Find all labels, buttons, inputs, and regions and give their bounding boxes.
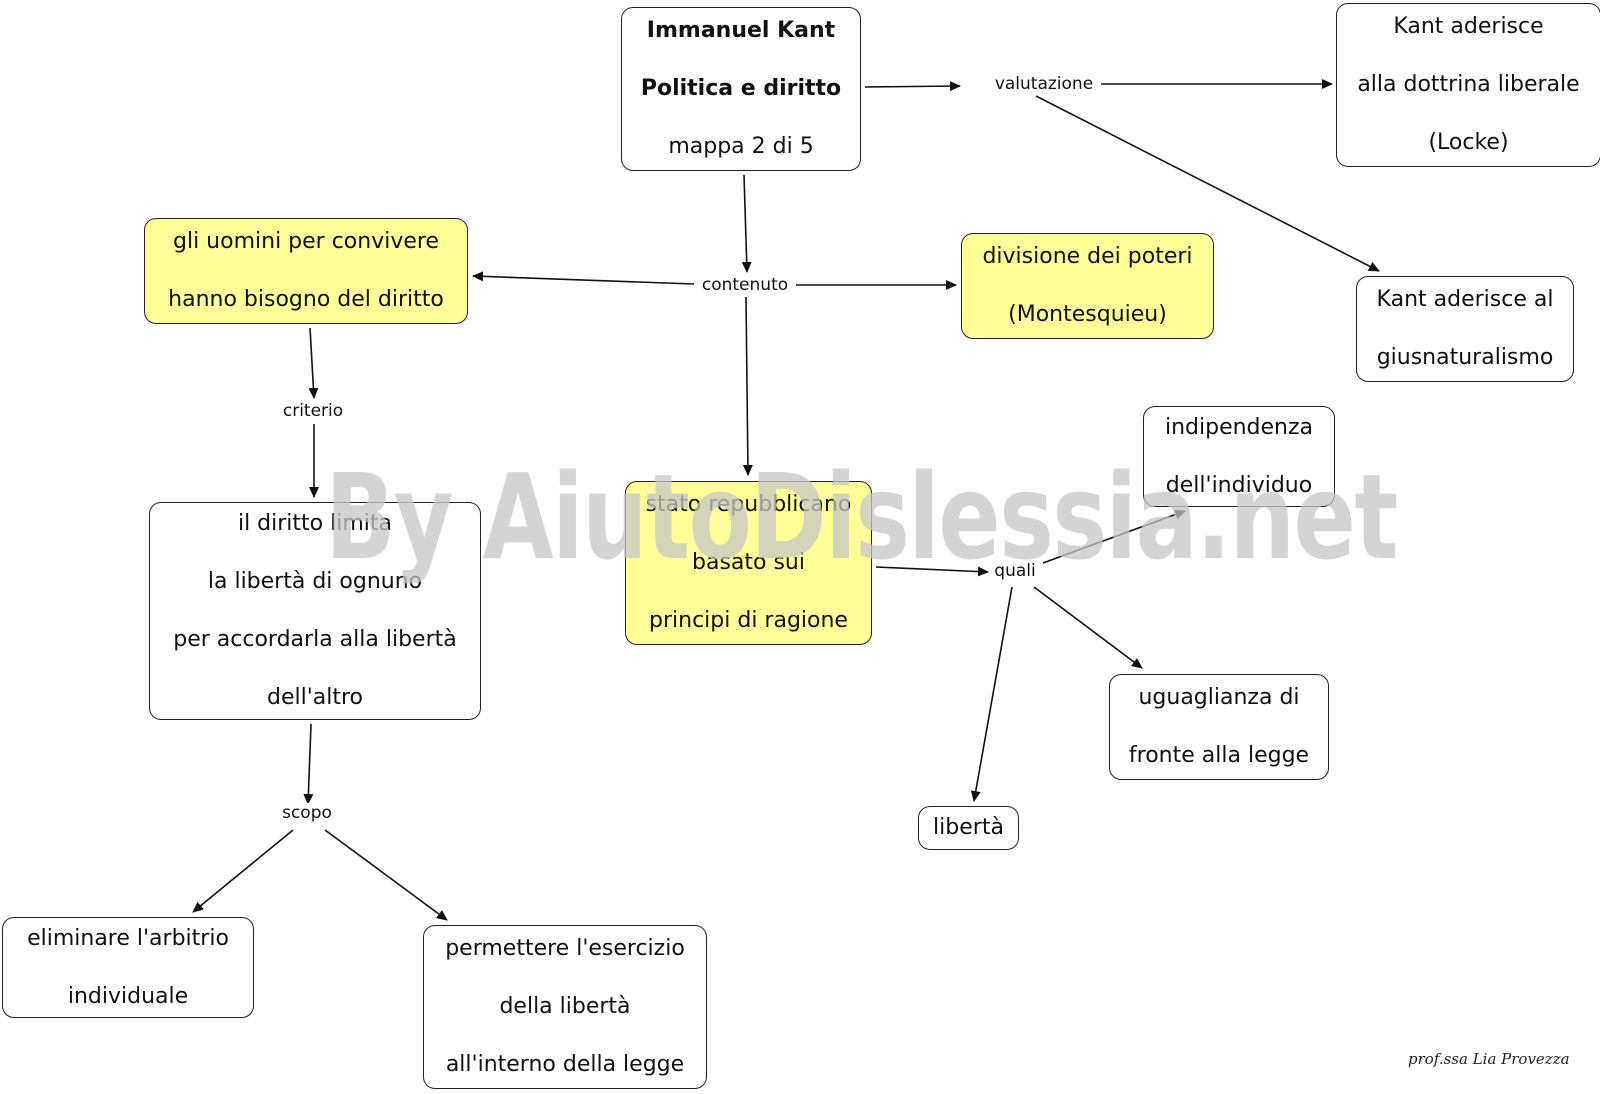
edge-scopo-esercizio <box>324 829 448 921</box>
node-title-line-2: Politica e diritto <box>640 76 842 101</box>
node-diritto-limita: il diritto limita la libertà di ognuno p… <box>149 502 481 720</box>
node-diritto-limita-line-3: per accordarla alla libertà <box>173 627 457 652</box>
node-divisione-line-1: divisione dei poteri <box>982 244 1193 269</box>
node-liberta-line-1: libertà <box>933 815 1004 840</box>
node-liberta: libertà <box>918 806 1019 850</box>
node-giusnaturalismo-line-1: Kant aderisce al <box>1376 287 1554 312</box>
node-esercizio-line-3: all'interno della legge <box>445 1052 685 1077</box>
node-giusnaturalismo-line-2: giusnaturalismo <box>1376 345 1554 370</box>
link-label-contenuto: contenuto <box>697 275 793 295</box>
node-uguaglianza-line-1: uguaglianza di <box>1138 685 1300 710</box>
node-diritto-limita-line-1: il diritto limita <box>237 511 393 536</box>
node-diritto-limita-line-2: la libertà di ognuno <box>207 569 423 594</box>
node-indipendenza: indipendenza dell'individuo <box>1143 406 1335 507</box>
node-uomini-line-1: gli uomini per convivere <box>173 229 439 254</box>
node-uguaglianza-line-2: fronte alla legge <box>1128 743 1310 768</box>
node-esercizio: permettere l'esercizio della libertà all… <box>423 925 707 1089</box>
node-locke-line-2: alla dottrina liberale <box>1357 72 1580 97</box>
edge-stato-quali <box>875 566 989 577</box>
node-esercizio-line-1: permettere l'esercizio <box>445 936 685 961</box>
node-stato: stato repubblicano basato sui principi d… <box>625 481 872 645</box>
link-label-scopo: scopo <box>278 803 336 823</box>
node-arbitrio-line-1: eliminare l'arbitrio <box>27 925 229 951</box>
node-locke-line-1: Kant aderisce <box>1393 14 1544 39</box>
edge-valutazione-giusnaturalismo <box>1035 95 1380 272</box>
link-label-criterio: criterio <box>278 401 348 421</box>
node-divisione: divisione dei poteri (Montesquieu) <box>961 233 1214 339</box>
edge-quali-liberta <box>970 586 1013 802</box>
node-diritto-limita-line-4: dell'altro <box>266 685 363 710</box>
edge-quali-uguaglianza <box>1033 586 1143 669</box>
edge-title-valutazione <box>864 81 961 92</box>
node-locke: Kant aderisce alla dottrina liberale (Lo… <box>1336 3 1600 167</box>
node-arbitrio-line-2: individuale <box>67 983 189 1009</box>
node-title-line-3: mappa 2 di 5 <box>668 134 814 159</box>
node-title-line-1: Immanuel Kant <box>646 18 836 43</box>
node-stato-line-2: basato sui <box>692 550 805 575</box>
node-uomini-line-2: hanno bisogno del diritto <box>168 287 444 312</box>
node-esercizio-line-2: della libertà <box>499 994 631 1019</box>
edge-contenuto-stato <box>742 296 753 476</box>
edge-scopo-arbitrio <box>192 829 294 913</box>
node-title: Immanuel Kant Politica e diritto mappa 2… <box>621 7 861 171</box>
node-uomini: gli uomini per convivere hanno bisogno d… <box>144 218 468 324</box>
edge-contenuto-uomini <box>472 271 695 285</box>
author-signature: prof.ssa Lia Provezza <box>1408 1050 1570 1068</box>
node-divisione-line-2: (Montesquieu) <box>1008 302 1167 327</box>
node-stato-line-1: stato repubblicano <box>645 492 852 517</box>
node-uguaglianza: uguaglianza di fronte alla legge <box>1109 674 1329 780</box>
edge-quali-indipendenza <box>1042 509 1186 564</box>
link-label-quali: quali <box>990 561 1040 581</box>
node-giusnaturalismo: Kant aderisce al giusnaturalismo <box>1356 276 1574 382</box>
node-indipendenza-line-2: dell'individuo <box>1165 472 1313 498</box>
node-stato-line-3: principi di ragione <box>649 608 848 633</box>
edge-title-contenuto <box>741 174 752 273</box>
link-label-valutazione: valutazione <box>990 74 1098 94</box>
edge-diritto-scopo <box>303 723 314 805</box>
node-locke-line-3: (Locke) <box>1428 130 1509 155</box>
edge-uomini-criterio <box>308 327 319 399</box>
node-arbitrio: eliminare l'arbitrio individuale <box>2 917 254 1018</box>
node-indipendenza-line-1: indipendenza <box>1164 414 1314 440</box>
